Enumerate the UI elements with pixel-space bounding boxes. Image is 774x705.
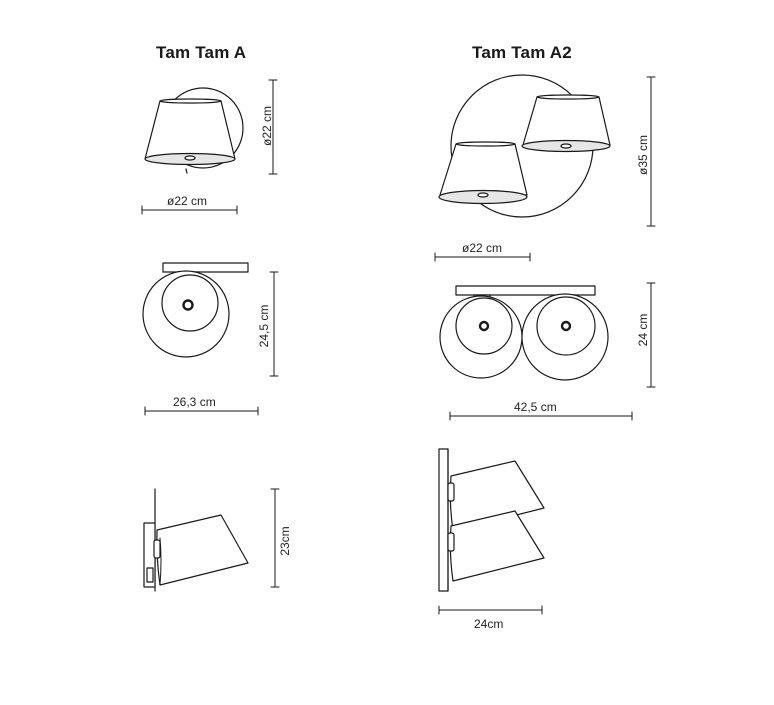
wall-plate-side-tall	[438, 448, 449, 592]
product-title-a2: Tam Tam A2	[472, 43, 572, 62]
bulb-cap	[184, 155, 196, 161]
tam-tam-a2-top-dims	[449, 282, 656, 421]
dim-label-a-front-width: ø22 cm	[167, 194, 208, 208]
tam-tam-a-front-dims	[141, 79, 278, 215]
dim-label-a-side-height: 23cm	[278, 526, 292, 556]
lower-arm-side	[447, 532, 455, 552]
dim-label-a2-top-width: 42,5 cm	[514, 400, 557, 414]
dim-label-a-top-width: 26,3 cm	[173, 395, 216, 409]
tam-tam-a2-side-dims	[438, 605, 543, 615]
lower-shade-rim	[455, 141, 516, 147]
dim-label-a2-front-width: ø22 cm	[462, 241, 503, 255]
shade-top-rim	[159, 98, 222, 104]
dim-label-a-front-height: ø22 cm	[260, 106, 274, 147]
wall-bracket	[162, 262, 249, 273]
tam-tam-a2-top-view	[439, 285, 609, 381]
dim-label-a-top-depth: 24,5 cm	[257, 304, 271, 348]
tam-tam-a-front-view	[144, 87, 244, 174]
dim-label-a2-top-depth: 24 cm	[636, 313, 650, 347]
switch	[146, 567, 154, 583]
right-bulb	[560, 320, 572, 332]
tam-tam-a-top-view	[142, 262, 249, 358]
lamp-shade	[144, 100, 236, 160]
dim-label-a2-side-width: 24cm	[474, 617, 504, 631]
tam-tam-a-side-dims	[270, 488, 280, 588]
upper-bulb-cap	[560, 143, 572, 149]
product-title-a: Tam Tam A	[156, 43, 247, 62]
tam-tam-a2-side-view	[438, 448, 545, 592]
upper-shade	[522, 96, 611, 146]
lower-shade	[439, 143, 528, 196]
upper-arm-side	[447, 482, 455, 502]
tam-tam-a-side-view	[143, 488, 249, 592]
tam-tam-a2-front-view	[438, 74, 611, 218]
bulb	[182, 299, 194, 311]
dim-label-a2-front-height: ø35 cm	[636, 135, 650, 176]
mount-stub	[185, 168, 188, 174]
tam-tam-a2-front-dims	[434, 76, 656, 262]
arm-side	[153, 539, 161, 559]
lower-bulb-cap	[477, 192, 489, 198]
shade-side	[156, 514, 249, 586]
wall-bracket-long	[455, 285, 596, 296]
tam-tam-a-top-dims	[144, 271, 279, 416]
upper-shade-rim	[536, 94, 600, 100]
left-bulb	[478, 320, 490, 332]
